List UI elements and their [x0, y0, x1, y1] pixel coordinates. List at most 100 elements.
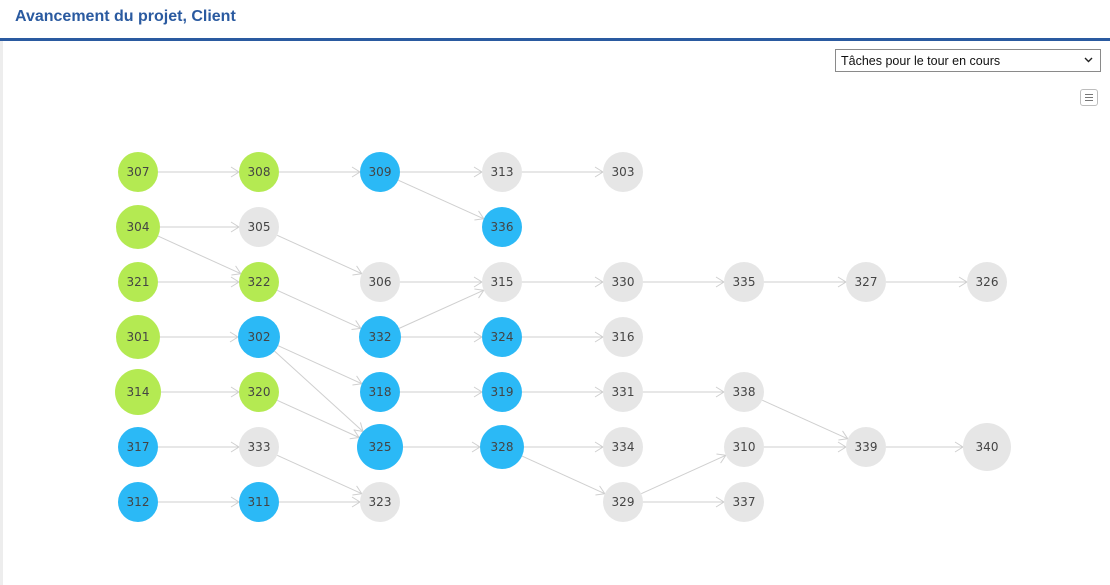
task-node-308[interactable]: 308: [239, 152, 279, 192]
task-node-circle: [239, 482, 279, 522]
task-node-316[interactable]: 316: [603, 317, 643, 357]
task-node-327[interactable]: 327: [846, 262, 886, 302]
task-node-circle: [359, 316, 401, 358]
task-node-label: 326: [976, 275, 999, 289]
edge-317-333: [158, 441, 240, 453]
task-node-311[interactable]: 311: [239, 482, 279, 522]
task-node-label: 323: [369, 495, 392, 509]
task-node-313[interactable]: 313: [482, 152, 522, 192]
task-node-label: 302: [248, 330, 271, 344]
task-node-312[interactable]: 312: [118, 482, 158, 522]
task-node-310[interactable]: 310: [724, 427, 764, 467]
task-node-324[interactable]: 324: [482, 317, 522, 357]
task-node-322[interactable]: 322: [239, 262, 279, 302]
task-node-325[interactable]: 325: [357, 424, 403, 470]
edge-line: [277, 289, 362, 329]
task-node-320[interactable]: 320: [239, 372, 279, 412]
task-node-314[interactable]: 314: [115, 369, 161, 415]
task-node-307[interactable]: 307: [118, 152, 158, 192]
task-node-309[interactable]: 309: [360, 152, 400, 192]
edge-320-325: [277, 399, 360, 440]
task-node-305[interactable]: 305: [239, 207, 279, 247]
edge-332-315: [398, 288, 485, 329]
edge-314-320: [161, 386, 240, 398]
task-node-301[interactable]: 301: [116, 315, 160, 359]
task-node-label: 310: [733, 440, 756, 454]
task-node-328[interactable]: 328: [480, 425, 524, 469]
task-node-321[interactable]: 321: [118, 262, 158, 302]
task-node-circle: [603, 427, 643, 467]
edge-arrowhead: [595, 485, 606, 496]
task-node-306[interactable]: 306: [360, 262, 400, 302]
task-node-335[interactable]: 335: [724, 262, 764, 302]
task-node-label: 306: [369, 275, 392, 289]
task-node-330[interactable]: 330: [603, 262, 643, 302]
edge-324-316: [522, 331, 604, 343]
task-node-circle: [238, 316, 280, 358]
edge-339-340: [886, 441, 964, 453]
task-node-label: 337: [733, 495, 756, 509]
task-node-332[interactable]: 332: [359, 316, 401, 358]
task-node-label: 335: [733, 275, 756, 289]
task-node-319[interactable]: 319: [482, 372, 522, 412]
task-node-318[interactable]: 318: [360, 372, 400, 412]
task-node-label: 320: [248, 385, 271, 399]
task-node-circle: [118, 152, 158, 192]
chart-menu-button[interactable]: [1080, 89, 1098, 106]
edge-arrowhead: [716, 453, 727, 464]
task-node-label: 333: [248, 440, 271, 454]
task-node-label: 305: [248, 220, 271, 234]
task-node-circle: [239, 152, 279, 192]
task-node-label: 332: [369, 330, 392, 344]
task-node-340[interactable]: 340: [963, 423, 1011, 471]
task-node-circle: [724, 427, 764, 467]
edge-302-318: [277, 345, 363, 386]
task-node-label: 312: [127, 495, 150, 509]
task-node-336[interactable]: 336: [482, 207, 522, 247]
edge-arrowhead: [352, 375, 363, 386]
task-node-label: 325: [369, 440, 392, 454]
edge-318-319: [400, 386, 483, 398]
task-node-circle: [603, 482, 643, 522]
task-node-315[interactable]: 315: [482, 262, 522, 302]
task-node-337[interactable]: 337: [724, 482, 764, 522]
edge-329-337: [643, 496, 725, 508]
task-node-circle: [115, 369, 161, 415]
task-node-label: 328: [491, 440, 514, 454]
task-node-331[interactable]: 331: [603, 372, 643, 412]
edge-329-310: [641, 453, 727, 495]
edge-line: [157, 235, 241, 275]
task-node-326[interactable]: 326: [967, 262, 1007, 302]
edge-330-335: [643, 276, 725, 288]
task-node-302[interactable]: 302: [238, 316, 280, 358]
task-node-303[interactable]: 303: [603, 152, 643, 192]
task-node-334[interactable]: 334: [603, 427, 643, 467]
task-node-317[interactable]: 317: [118, 427, 158, 467]
edge-304-322: [157, 235, 242, 276]
task-node-339[interactable]: 339: [846, 427, 886, 467]
task-node-circle: [846, 427, 886, 467]
task-node-label: 313: [491, 165, 514, 179]
task-node-circle: [846, 262, 886, 302]
task-node-323[interactable]: 323: [360, 482, 400, 522]
task-node-circle: [239, 372, 279, 412]
task-node-label: 336: [491, 220, 514, 234]
task-node-label: 316: [612, 330, 635, 344]
task-node-333[interactable]: 333: [239, 427, 279, 467]
task-node-circle: [724, 262, 764, 302]
edge-301-302: [160, 331, 239, 343]
task-node-circle: [724, 372, 764, 412]
edge-311-323: [279, 496, 361, 508]
header-bar: Avancement du projet, Client: [0, 0, 1110, 41]
panel-left-border: [0, 41, 3, 585]
task-node-label: 318: [369, 385, 392, 399]
edge-312-311: [158, 496, 240, 508]
edge-338-339: [762, 399, 849, 441]
edge-arrowhead: [351, 320, 362, 331]
task-node-304[interactable]: 304: [116, 205, 160, 249]
task-node-label: 331: [612, 385, 635, 399]
task-node-circle: [360, 262, 400, 302]
task-node-329[interactable]: 329: [603, 482, 643, 522]
task-node-338[interactable]: 338: [724, 372, 764, 412]
task-filter-select[interactable]: Tâches pour le tour en cours: [835, 49, 1101, 72]
